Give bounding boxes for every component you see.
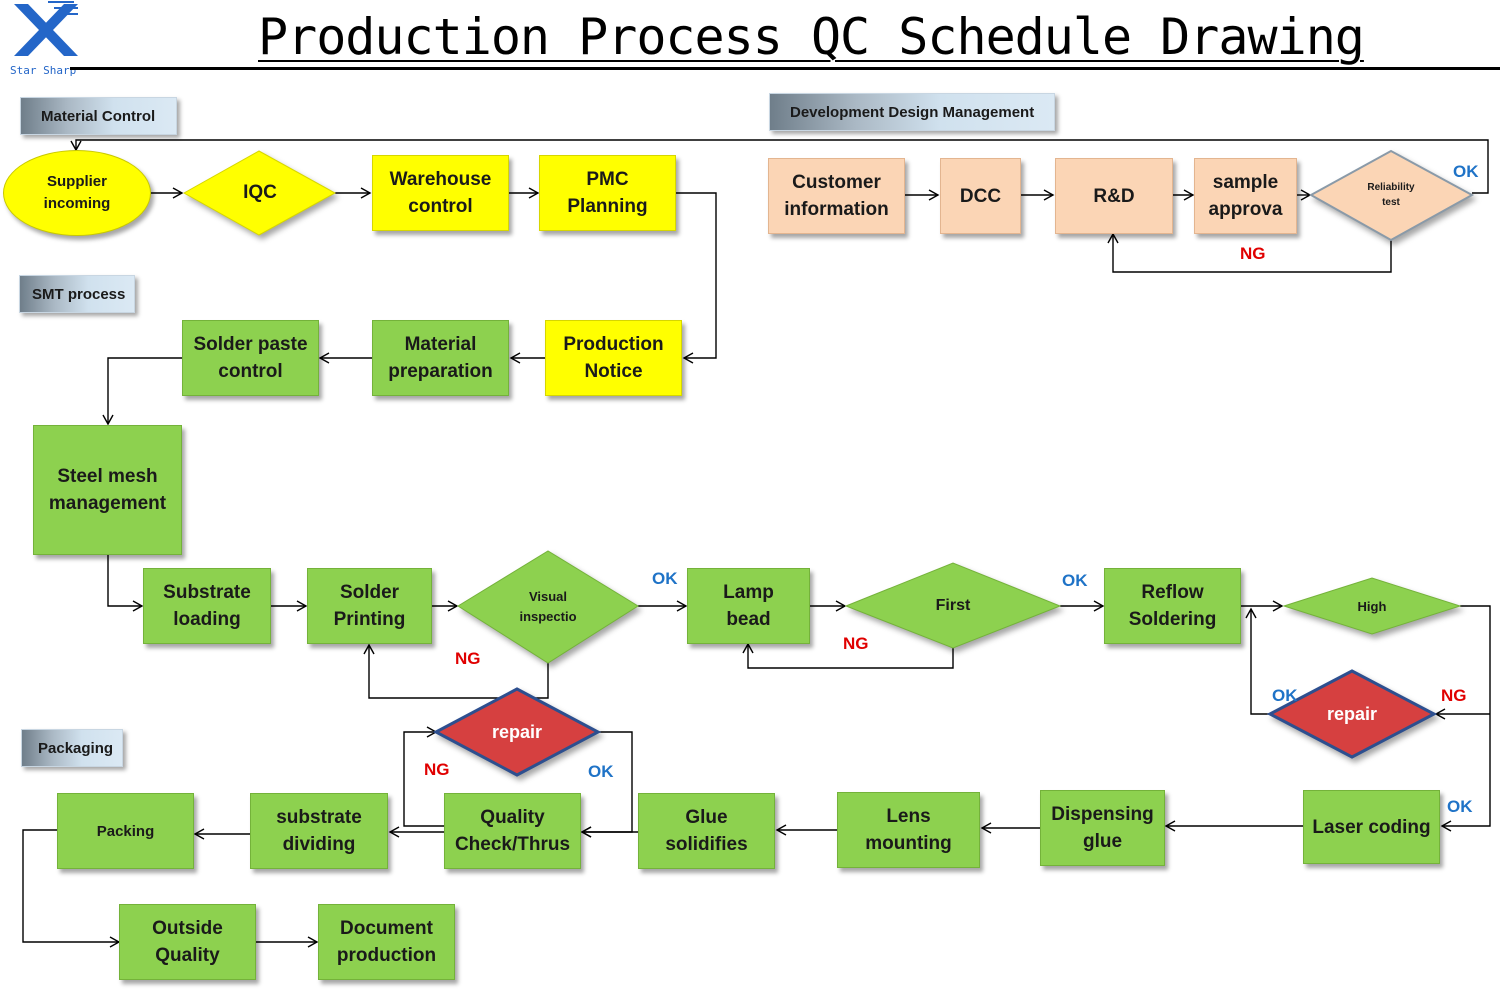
section-smt-process: SMT process	[19, 275, 135, 313]
pmc-planning-node: PMC Planning	[539, 155, 676, 231]
glue-solidifies-node: Glue solidifies	[638, 793, 775, 869]
lamp-bead-node: Lamp bead	[687, 568, 810, 644]
section-packaging: Packaging	[21, 729, 123, 767]
lens-mounting-node: Lens mounting	[837, 792, 980, 868]
high-diamond	[1282, 577, 1462, 635]
material-preparation-node: Material preparation	[372, 320, 509, 396]
ok-label-first: OK	[1062, 571, 1088, 590]
ok-label-visual: OK	[652, 569, 678, 588]
document-production-node: Document production	[318, 904, 455, 980]
repair-left-label: repair	[491, 721, 543, 742]
packing-node: Packing	[57, 793, 194, 869]
rnd-node: R&D	[1055, 158, 1173, 234]
repair-right-label: repair	[1326, 703, 1378, 724]
ng-label-reliability: NG	[1240, 244, 1266, 263]
visual-diamond	[457, 550, 639, 664]
logo-text: Star Sharp	[10, 64, 77, 77]
first-label: First	[935, 597, 971, 614]
sample-approval-node: sample approva	[1194, 158, 1297, 234]
steel-mesh-management-node: Steel mesh management	[33, 425, 182, 555]
dispensing-glue-node: Dispensing glue	[1040, 790, 1165, 866]
repair-left-diamond	[432, 687, 602, 777]
star-sharp-logo	[14, 1, 78, 56]
solder-printing-node: Solder Printing	[307, 568, 432, 644]
section-material-control: Material Control	[20, 97, 177, 135]
ng-label-visual: NG	[455, 649, 481, 668]
ng-label-repair-left: NG	[424, 760, 450, 779]
substrate-dividing-node: substrate dividing	[250, 793, 388, 869]
repair-right-diamond	[1266, 669, 1438, 759]
ok-label-reliability: OK	[1453, 162, 1479, 181]
laser-coding-node: Laser coding	[1303, 790, 1440, 864]
reliability-diamond	[1308, 149, 1475, 242]
iqc-diamond	[182, 150, 337, 236]
warehouse-control-node: Warehouse control	[372, 155, 509, 231]
substrate-loading-node: Substrate loading	[143, 568, 271, 644]
title-rule	[70, 67, 1500, 70]
reflow-soldering-node: Reflow Soldering	[1104, 568, 1241, 644]
high-label: High	[1357, 598, 1387, 614]
section-development-design: Development Design Management	[769, 93, 1055, 131]
ok-label-repair-left: OK	[588, 762, 614, 781]
dcc-node: DCC	[940, 158, 1021, 234]
ok-label-laser: OK	[1447, 797, 1473, 816]
ng-label-repair-right: NG	[1441, 686, 1467, 705]
page-title: Production Process QC Schedule Drawing	[258, 8, 1365, 66]
supplier-incoming-node: Supplier incoming	[3, 150, 151, 236]
ng-label-first: NG	[843, 634, 869, 653]
iqc-label: IQC	[243, 182, 277, 203]
reliability-test-label: Reliability test	[1367, 182, 1415, 208]
production-notice-node: Production Notice	[545, 320, 682, 396]
customer-information-node: Customer information	[768, 158, 905, 234]
visual-inspection-label: Visual inspectio	[519, 589, 577, 624]
solder-paste-control-node: Solder paste control	[182, 320, 319, 396]
ok-label-repair-right: OK	[1272, 686, 1298, 705]
outside-quality-node: Outside Quality	[119, 904, 256, 980]
first-diamond	[844, 562, 1062, 649]
quality-check-node: Quality Check/Thrus	[444, 793, 581, 869]
